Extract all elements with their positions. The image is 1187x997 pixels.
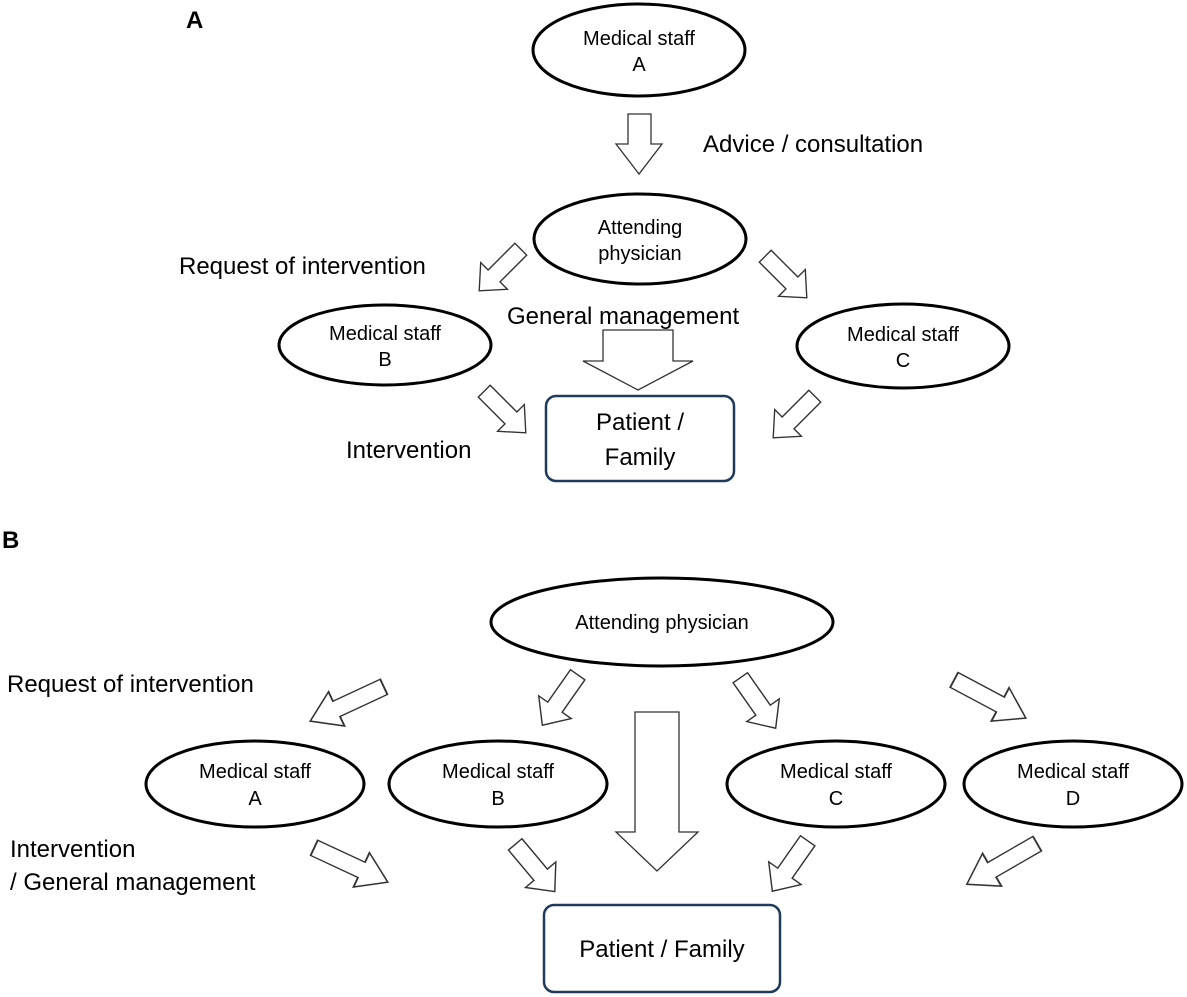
panel-b-staff-c-line1: Medical staff <box>780 761 892 783</box>
panel-a-staff-b-line1: Medical staff <box>329 323 441 345</box>
panel-a-attending-line1: Attending <box>598 217 683 239</box>
panel-b-staff-a-line2: A <box>248 788 262 810</box>
panel-b-staff-d-node: Medical staff D <box>962 739 1184 829</box>
panel-b-intervention-arrow-c <box>767 834 816 893</box>
panel-a-label: A <box>186 7 203 34</box>
panel-b-staff-c-line2: C <box>829 788 843 810</box>
panel-a-staff-c-line1: Medical staff <box>847 324 959 346</box>
panel-a-patient-line2: Family <box>605 444 676 471</box>
panel-a-staff-c-line2: C <box>896 350 910 372</box>
panel-b-staff-b-line2: B <box>491 788 504 810</box>
panel-a-staff-a-line1: Medical staff <box>583 28 695 50</box>
panel-a-request-arrow-c <box>758 249 808 299</box>
panel-b-intervention-arrow-d <box>965 835 1043 888</box>
panel-b-request-arrow-d <box>949 671 1028 723</box>
panel-a-request-arrow-b <box>478 242 528 292</box>
panel-a-intervention-arrow-c <box>772 389 822 439</box>
panel-a-attending-line2: physician <box>598 243 681 265</box>
panel-b-staff-a-node: Medical staff A <box>144 739 366 829</box>
panel-b-general-arrow <box>614 711 700 872</box>
panel-b-intervention-label-1: Intervention <box>10 836 135 863</box>
panel-b-staff-b-line1: Medical staff <box>442 761 554 783</box>
panel-b-staff-d-line1: Medical staff <box>1017 761 1129 783</box>
panel-a-attending-node: Attending physician <box>532 192 748 286</box>
panel-a-request-label: Request of intervention <box>179 253 426 280</box>
panel-a-general-arrow <box>582 329 694 391</box>
panel-b-attending-text: Attending physician <box>575 612 748 634</box>
panel-b-request-label: Request of intervention <box>7 671 254 698</box>
panel-a-staff-c-node: Medical staff C <box>795 302 1011 390</box>
panel-b-intervention-label-2: / General management <box>10 869 256 896</box>
panel-b-label: B <box>2 527 19 554</box>
panel-b-patient-text: Patient / Family <box>579 936 744 963</box>
panel-a-advice-arrow <box>614 113 664 176</box>
panel-a-intervention-arrow-b <box>477 384 527 434</box>
panel-b-staff-b-node: Medical staff B <box>387 739 609 829</box>
panel-a-advice-label: Advice / consultation <box>703 131 923 158</box>
panel-b-request-arrow-b <box>537 668 586 727</box>
panel-a-staff-a-node: Medical staff A <box>531 2 747 98</box>
panel-b-staff-d-line2: D <box>1066 788 1080 810</box>
panel-b-attending-node: Attending physician <box>489 576 835 668</box>
panel-b-staff-c-node: Medical staff C <box>725 739 947 829</box>
panel-a-patient-line1: Patient / <box>596 409 684 436</box>
panel-a-staff-b-line2: B <box>378 349 391 371</box>
panel-a-staff-a-line2: A <box>632 54 646 76</box>
panel-b-request-arrow-a <box>308 678 389 728</box>
panel-a-intervention-label: Intervention <box>346 437 471 464</box>
panel-a-patient-box: Patient / Family <box>544 394 736 483</box>
panel-b-request-arrow-c <box>732 671 781 730</box>
panel-b-staff-a-line1: Medical staff <box>199 761 311 783</box>
panel-b-intervention-arrow-b <box>507 837 557 893</box>
panel-b-patient-box: Patient / Family <box>542 903 782 994</box>
panel-a-staff-b-node: Medical staff B <box>277 303 493 387</box>
panel-b-intervention-arrow-a <box>309 839 390 889</box>
panel-a-general-label: General management <box>507 303 739 330</box>
